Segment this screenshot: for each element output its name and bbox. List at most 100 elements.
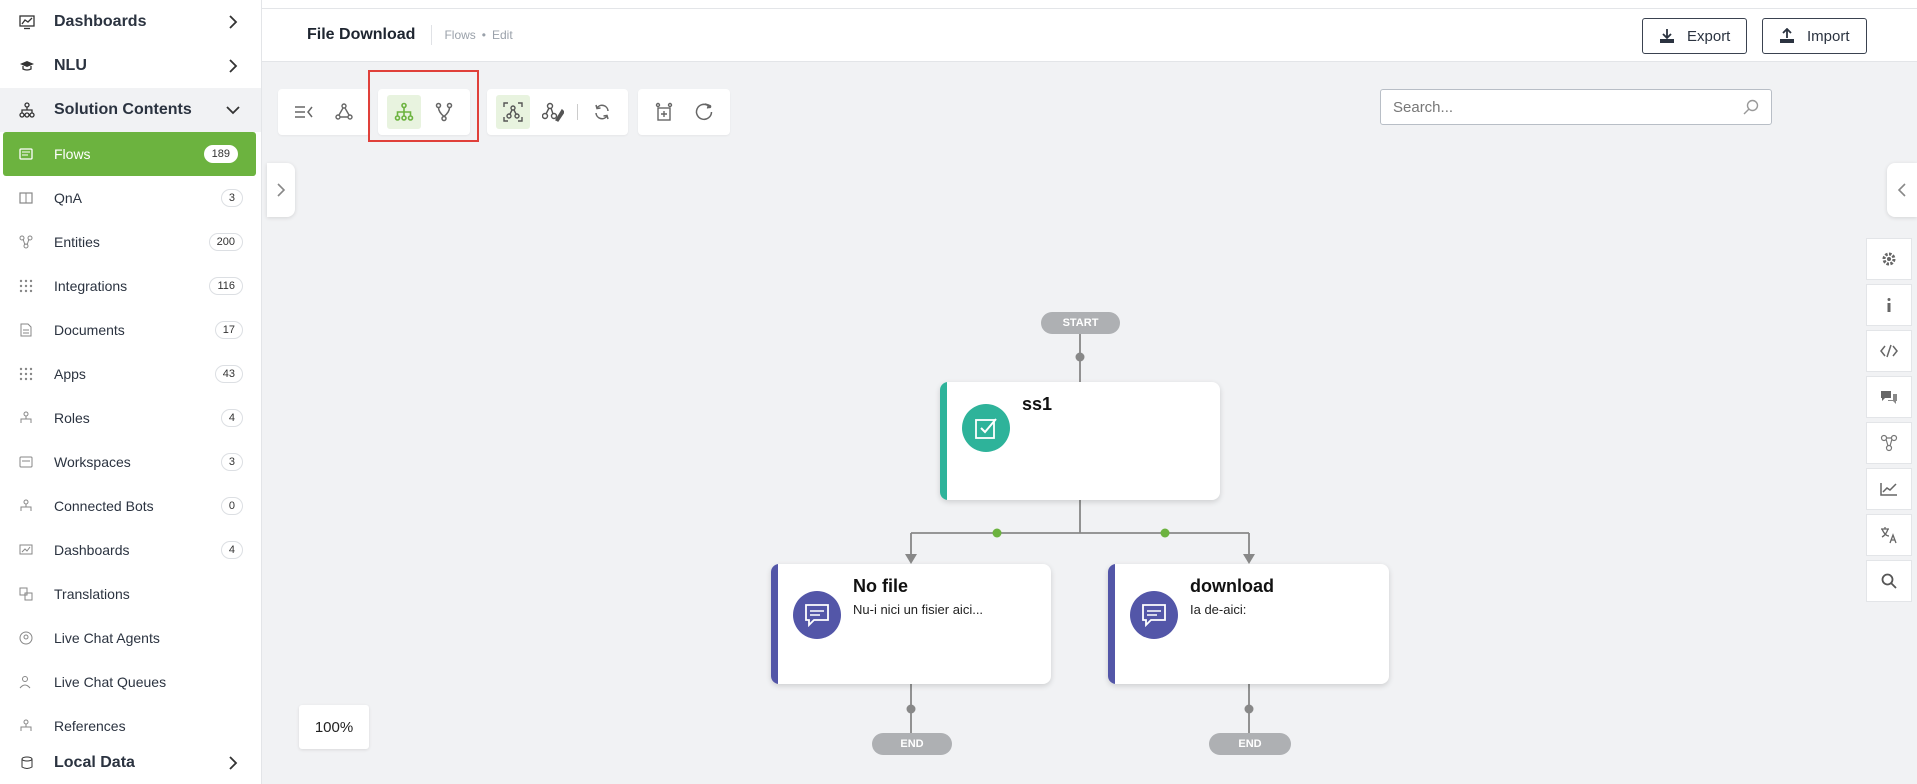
sidebar-section-label: Solution Contents xyxy=(54,101,192,118)
node-accent-bar xyxy=(771,564,778,684)
sidebar-section-solution-contents[interactable]: Solution Contents xyxy=(0,88,261,132)
entities-panel-button[interactable] xyxy=(1866,422,1912,464)
breadcrumb-separator: • xyxy=(481,28,486,42)
entities-icon xyxy=(1880,434,1898,452)
sidebar-item-entities[interactable]: Entities 200 xyxy=(0,220,261,264)
node-title: No file xyxy=(853,576,909,596)
count-badge: 3 xyxy=(220,453,243,471)
grid-dots-icon xyxy=(18,278,34,294)
search-input[interactable] xyxy=(1393,98,1743,116)
sidebar-section-dashboards[interactable]: Dashboards xyxy=(0,0,261,44)
dashboard-icon xyxy=(18,13,36,31)
sidebar-item-workspaces[interactable]: Workspaces 3 xyxy=(0,440,261,484)
translate-button[interactable] xyxy=(1866,514,1912,556)
import-button[interactable]: Import xyxy=(1762,18,1867,54)
auto-arrange-icon xyxy=(503,102,523,122)
count-badge: 4 xyxy=(220,409,243,427)
sidebar-item-label: Documents xyxy=(54,322,125,338)
count-badge: 116 xyxy=(209,277,243,295)
expand-left-panel-button[interactable] xyxy=(267,163,295,217)
agent-icon xyxy=(18,630,34,646)
reset-button[interactable] xyxy=(687,95,721,129)
branch-layout-button[interactable] xyxy=(427,95,461,129)
apps-grid-icon xyxy=(18,366,34,382)
end-node[interactable]: END xyxy=(1209,733,1291,755)
chat-bubbles-icon xyxy=(1881,391,1897,404)
network-view-button[interactable] xyxy=(327,95,361,129)
flow-node-no-file[interactable]: No file Nu-i nici un fisier aici... xyxy=(771,564,1051,684)
export-label: Export xyxy=(1687,27,1731,45)
flows-icon xyxy=(18,146,34,162)
settings-button[interactable] xyxy=(1866,238,1912,280)
count-badge: 200 xyxy=(208,233,243,251)
breadcrumb-flows[interactable]: Flows xyxy=(444,28,476,42)
sidebar-item-live-chat-agents[interactable]: Live Chat Agents xyxy=(0,616,261,660)
sidebar-item-roles[interactable]: Roles 4 xyxy=(0,396,261,440)
expand-right-panel-button[interactable] xyxy=(1887,163,1917,217)
sidebar-item-apps[interactable]: Apps 43 xyxy=(0,352,261,396)
collapse-menu-icon xyxy=(295,106,313,118)
top-strip xyxy=(262,0,1917,9)
sidebar-section-label: Local Data xyxy=(54,754,135,771)
sidebar-item-connected-bots[interactable]: Connected Bots 0 xyxy=(0,484,261,528)
export-button[interactable]: Export xyxy=(1642,18,1748,54)
chevron-down-icon xyxy=(223,100,243,120)
chevron-right-icon xyxy=(277,183,286,197)
sidebar-item-translations[interactable]: Translations xyxy=(0,572,261,616)
branch-icon xyxy=(435,102,453,122)
flow-node-ss1[interactable]: ss1 xyxy=(940,382,1220,500)
sidebar-item-dashboards[interactable]: Dashboards 4 xyxy=(0,528,261,572)
edit-layout-button[interactable] xyxy=(536,95,570,129)
sidebar-item-label: Flows xyxy=(54,146,91,162)
bot-connect-icon xyxy=(18,498,34,514)
node-title: download xyxy=(1190,576,1274,596)
toolbar-group-actions xyxy=(487,89,628,135)
chevron-right-icon xyxy=(223,56,243,76)
sidebar-item-label: Integrations xyxy=(54,278,128,294)
checkbox-icon xyxy=(962,404,1010,452)
sidebar-section-nlu[interactable]: NLU xyxy=(0,44,261,88)
sidebar-item-documents[interactable]: Documents 17 xyxy=(0,308,261,352)
tree-layout-button[interactable] xyxy=(387,95,421,129)
breadcrumb-edit: Edit xyxy=(492,28,513,42)
start-node[interactable]: START xyxy=(1041,312,1120,334)
user-hierarchy-icon xyxy=(18,410,34,426)
add-node-button[interactable] xyxy=(647,95,681,129)
end-node[interactable]: END xyxy=(872,733,952,755)
sidebar-item-flows[interactable]: Flows 189 xyxy=(3,132,256,176)
network-icon xyxy=(335,103,353,120)
refresh-button[interactable] xyxy=(585,95,619,129)
sidebar-item-label: QnA xyxy=(54,190,83,206)
search-panel-button[interactable] xyxy=(1866,560,1912,602)
sidebar-item-label: Translations xyxy=(54,586,130,602)
node-subtitle: Nu-i nici un fisier aici... xyxy=(853,602,984,617)
import-label: Import xyxy=(1807,27,1850,45)
analytics-button[interactable] xyxy=(1866,468,1912,510)
chat-button[interactable] xyxy=(1866,376,1912,418)
collapse-panel-button[interactable] xyxy=(287,95,321,129)
search-icon[interactable] xyxy=(1743,99,1759,115)
flow-node-download[interactable]: download Ia de-aici: xyxy=(1108,564,1389,684)
queue-icon xyxy=(18,674,34,690)
info-button[interactable] xyxy=(1866,284,1912,326)
sidebar-section-local-data[interactable]: Local Data xyxy=(0,748,261,778)
zoom-level[interactable]: 100% xyxy=(299,705,369,749)
sidebar-item-label: Roles xyxy=(54,410,90,426)
workspace-icon xyxy=(18,454,34,470)
chevron-right-icon xyxy=(223,753,243,773)
chevron-left-icon xyxy=(1897,183,1906,197)
entities-icon xyxy=(18,234,34,250)
translate-icon xyxy=(18,586,34,602)
search-box xyxy=(1380,89,1772,125)
search-icon xyxy=(1881,573,1897,589)
sidebar-item-live-chat-queues[interactable]: Live Chat Queues xyxy=(0,660,261,704)
auto-arrange-button[interactable] xyxy=(496,95,530,129)
sidebar-item-label: Apps xyxy=(54,366,86,382)
code-button[interactable] xyxy=(1866,330,1912,372)
sidebar-section-label: NLU xyxy=(54,57,87,74)
sidebar-item-qna[interactable]: QnA 3 xyxy=(0,176,261,220)
sidebar-item-integrations[interactable]: Integrations 116 xyxy=(0,264,261,308)
sidebar-item-references[interactable]: References xyxy=(0,704,261,748)
highlight-box xyxy=(368,70,479,142)
upload-icon xyxy=(1780,28,1794,43)
